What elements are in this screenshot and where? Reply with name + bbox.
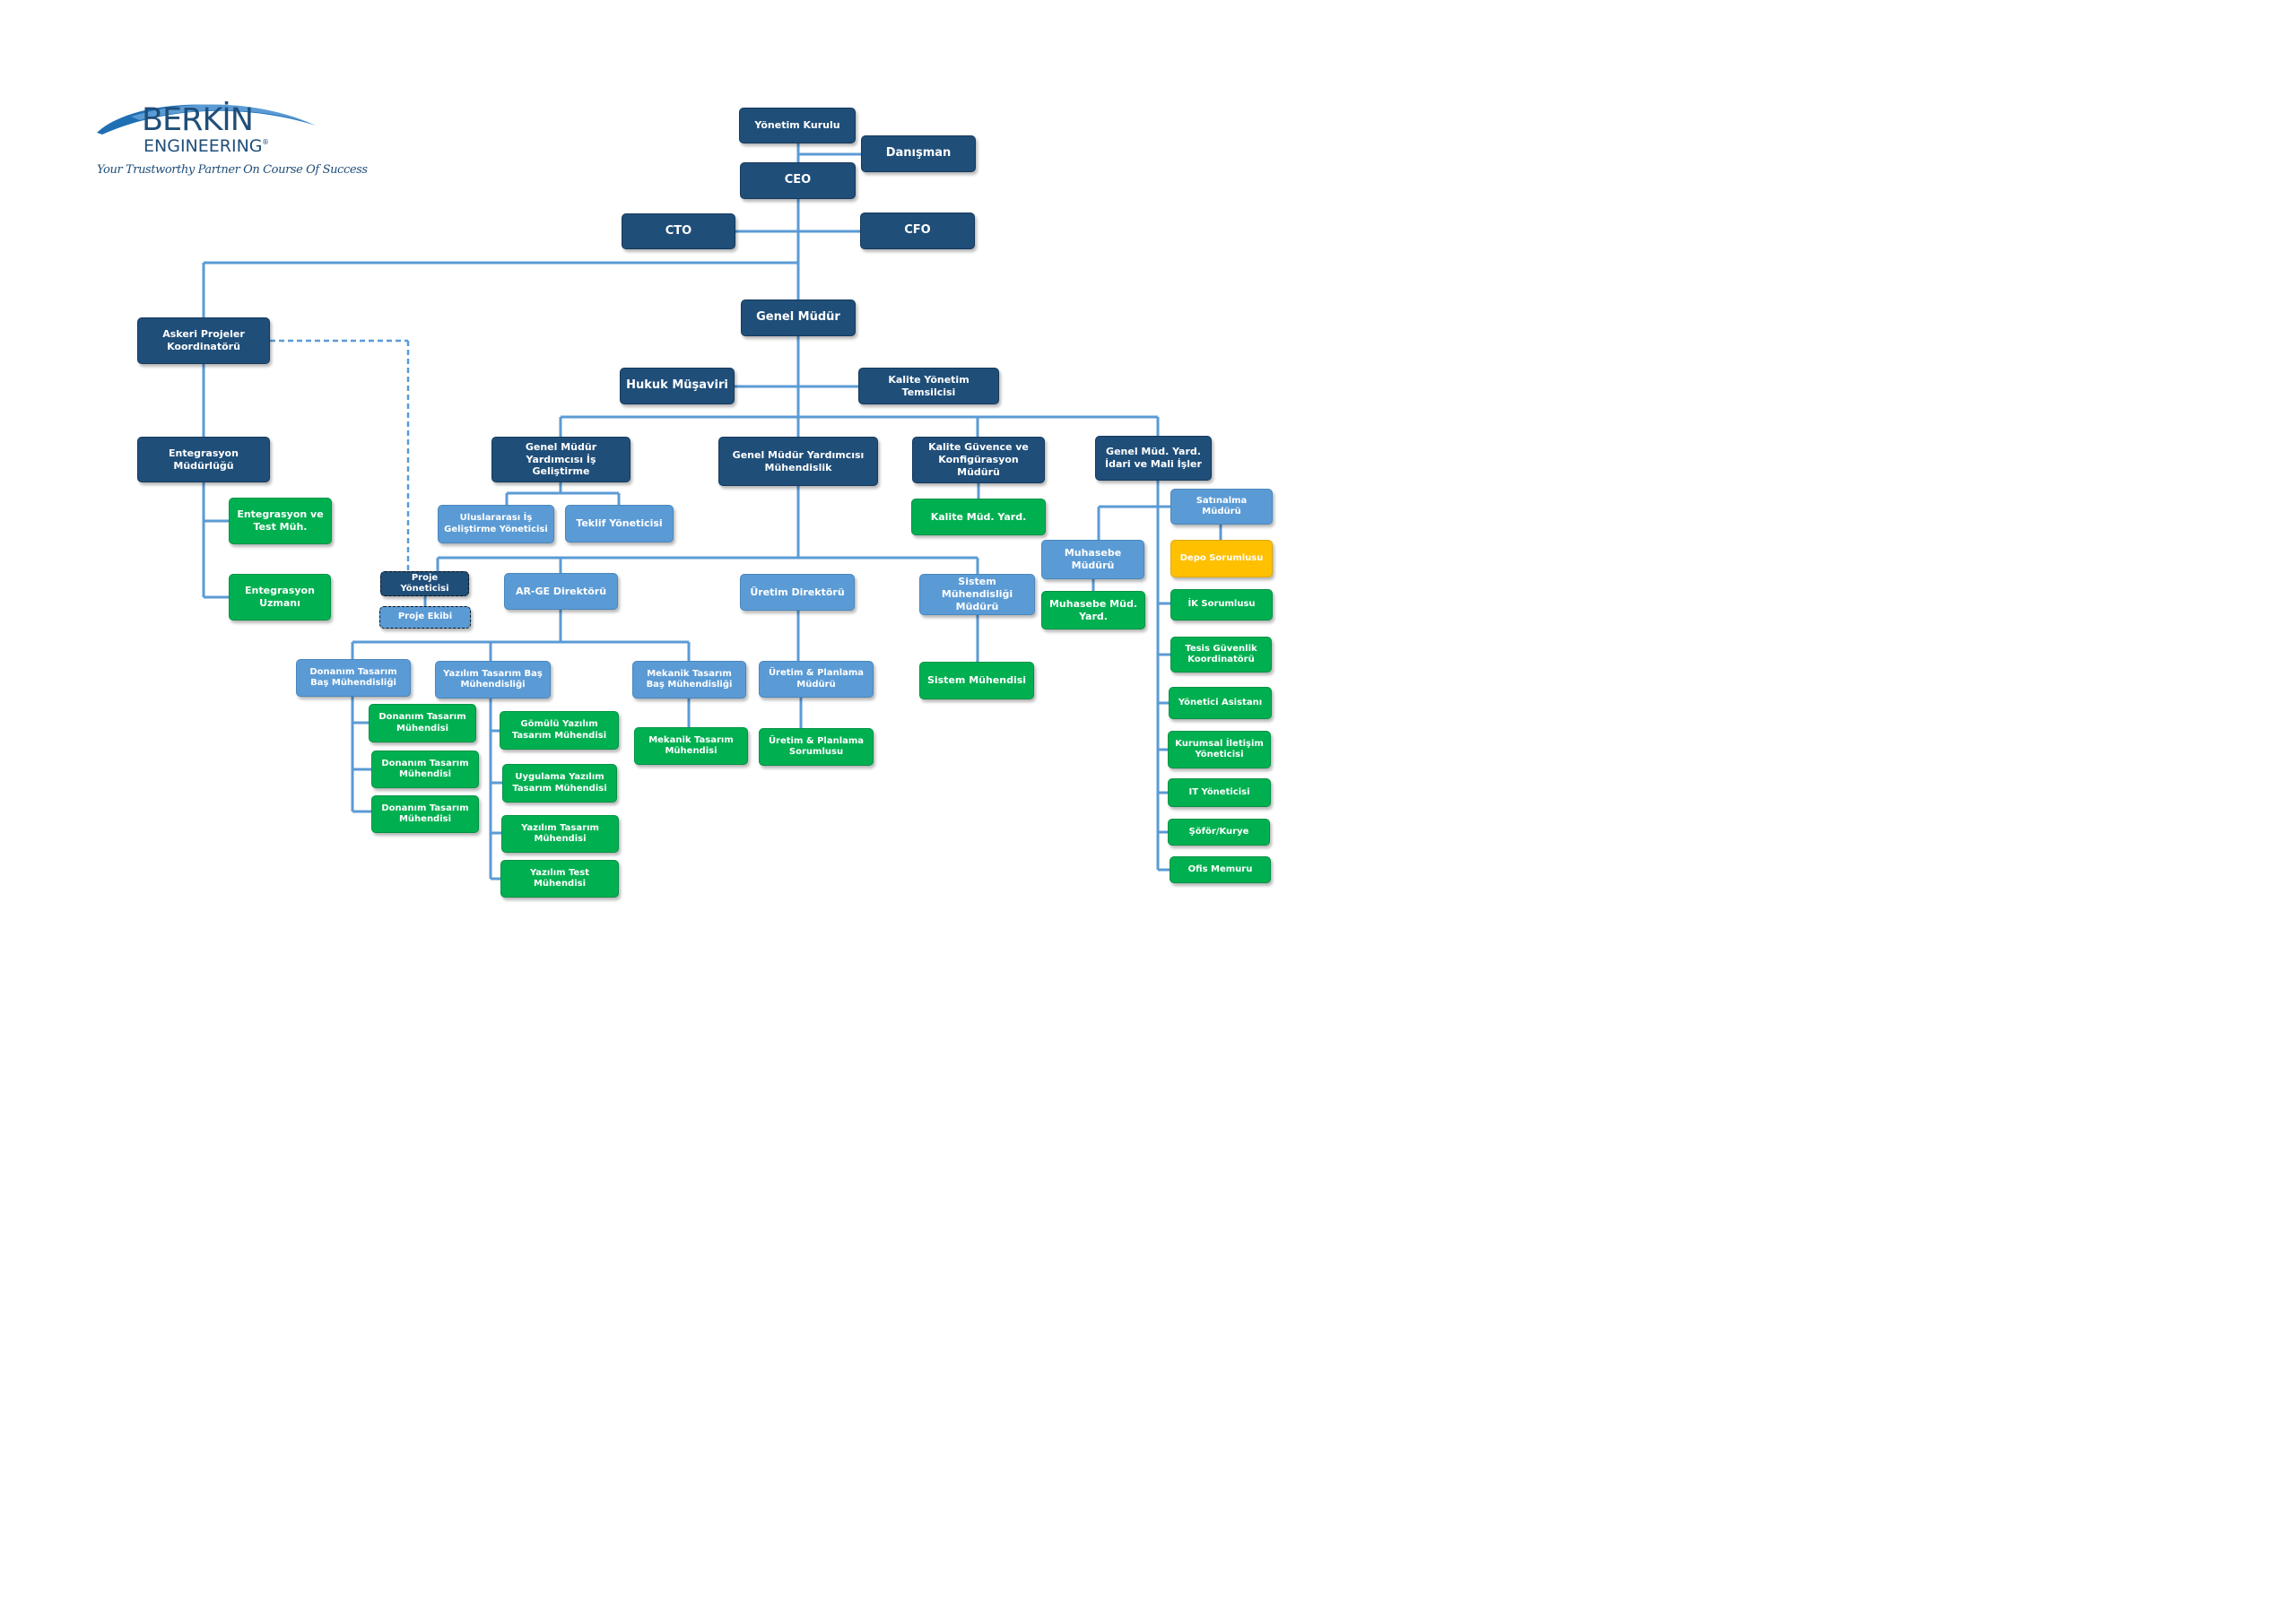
node-cfo: CFO <box>860 213 975 249</box>
node-tesis-guvenlik: Tesis Güvenlik Koordinatörü <box>1170 637 1272 673</box>
logo-sub-text: ENGINEERING <box>144 136 263 156</box>
node-gmy-is-gelistirme: Genel Müdür Yardımcısı İş Geliştirme <box>491 437 631 482</box>
node-kalite-temsilci: Kalite Yönetim Temsilcisi <box>858 368 999 404</box>
node-ik-sorumlusu: İK Sorumlusu <box>1170 589 1273 621</box>
node-teklif-yoneticisi: Teklif Yöneticisi <box>565 505 674 542</box>
node-muhasebe-mud-yard: Muhasebe Müd. Yard. <box>1041 591 1145 629</box>
node-gmy-muhendislik: Genel Müdür Yardımcısı Mühendislik <box>718 437 878 486</box>
node-kalite-mud-yard: Kalite Müd. Yard. <box>911 499 1046 535</box>
node-cto: CTO <box>622 213 735 249</box>
node-ceo: CEO <box>740 162 856 199</box>
node-uluslararasi-is: Uluslararası İş Geliştirme Yöneticisi <box>438 505 554 543</box>
connector-lines <box>202 143 1222 881</box>
node-donanim-muh-1: Donanım Tasarım Mühendisi <box>369 704 476 742</box>
node-it-yoneticisi: IT Yöneticisi <box>1168 778 1271 807</box>
node-entegrasyon-test: Entegrasyon ve Test Müh. <box>229 498 332 544</box>
org-chart: BERKİN ENGINEERING ® Your Trustworthy Pa… <box>0 0 1397 987</box>
company-logo: BERKİN ENGINEERING ® Your Trustworthy Pa… <box>95 93 368 183</box>
logo-brand-text: BERKİN <box>142 102 254 138</box>
node-danisman: Danışman <box>861 135 976 172</box>
logo-swoosh-icon <box>97 104 316 135</box>
node-genel-mudur: Genel Müdür <box>741 299 856 336</box>
node-yonetici-asistani: Yönetici Asistanı <box>1169 687 1272 719</box>
node-sofor-kurye: Şöför/Kurye <box>1168 819 1270 846</box>
node-donanim-muh-2: Donanım Tasarım Mühendisi <box>371 751 479 788</box>
node-depo-sorumlusu: Depo Sorumlusu <box>1170 540 1273 577</box>
node-gmy-idari-mali: Genel Müd. Yard. İdari ve Mali İşler <box>1095 436 1212 481</box>
node-askeri-projeler: Askeri Projeler Koordinatörü <box>137 317 270 364</box>
node-gomulu-yazilim: Gömülü Yazılım Tasarım Mühendisi <box>500 711 619 750</box>
node-mekanik-bas: Mekanik Tasarım Baş Mühendisliği <box>632 661 746 699</box>
node-uretim-planlama-mudur: Üretim & Planlama Müdürü <box>759 661 874 698</box>
node-yonetim-kurulu: Yönetim Kurulu <box>739 108 856 143</box>
node-ofis-memuru: Ofis Memuru <box>1170 856 1271 883</box>
node-arge-direktoru: AR-GE Direktörü <box>504 573 618 610</box>
node-sistem-muhendisligi-muduru: Sistem Mühendisliği Müdürü <box>919 574 1035 615</box>
node-entegrasyon-mudurlugu: Entegrasyon Müdürlüğü <box>137 437 270 482</box>
registered-mark: ® <box>262 138 269 146</box>
node-yazilim-tasarim-muh: Yazılım Tasarım Mühendisi <box>501 815 619 853</box>
node-sistem-muhendisi: Sistem Mühendisi <box>919 662 1034 699</box>
node-proje-yoneticisi: Proje Yöneticisi <box>380 571 469 596</box>
node-yazilim-bas: Yazılım Tasarım Baş Mühendisliği <box>435 661 551 699</box>
node-kalite-guvence: Kalite Güvence ve Konfigürasyon Müdürü <box>912 437 1045 483</box>
node-uretim-planlama-sorumlusu: Üretim & Planlama Sorumlusu <box>759 728 874 766</box>
node-yazilim-test-muh: Yazılım Test Mühendisi <box>500 860 619 898</box>
node-satinalma-muduru: Satınalma Müdürü <box>1170 489 1273 525</box>
node-donanim-bas: Donanım Tasarım Baş Mühendisliği <box>296 659 411 697</box>
node-mekanik-tasarim-muh: Mekanik Tasarım Mühendisi <box>634 727 748 765</box>
logo-tagline: Your Trustworthy Partner On Course Of Su… <box>97 163 368 177</box>
node-proje-ekibi: Proje Ekibi <box>379 606 471 629</box>
node-entegrasyon-uzmani: Entegrasyon Uzmanı <box>229 574 331 621</box>
node-muhasebe-muduru: Muhasebe Müdürü <box>1041 540 1144 579</box>
node-kurumsal-iletisim: Kurumsal İletişim Yöneticisi <box>1168 731 1271 768</box>
node-uygulama-yazilim: Uygulama Yazılım Tasarım Mühendisi <box>502 764 617 803</box>
node-donanim-muh-3: Donanım Tasarım Mühendisi <box>371 795 479 833</box>
node-uretim-direktoru: Üretim Direktörü <box>740 574 855 611</box>
node-hukuk-musaviri: Hukuk Müşaviri <box>620 368 735 404</box>
